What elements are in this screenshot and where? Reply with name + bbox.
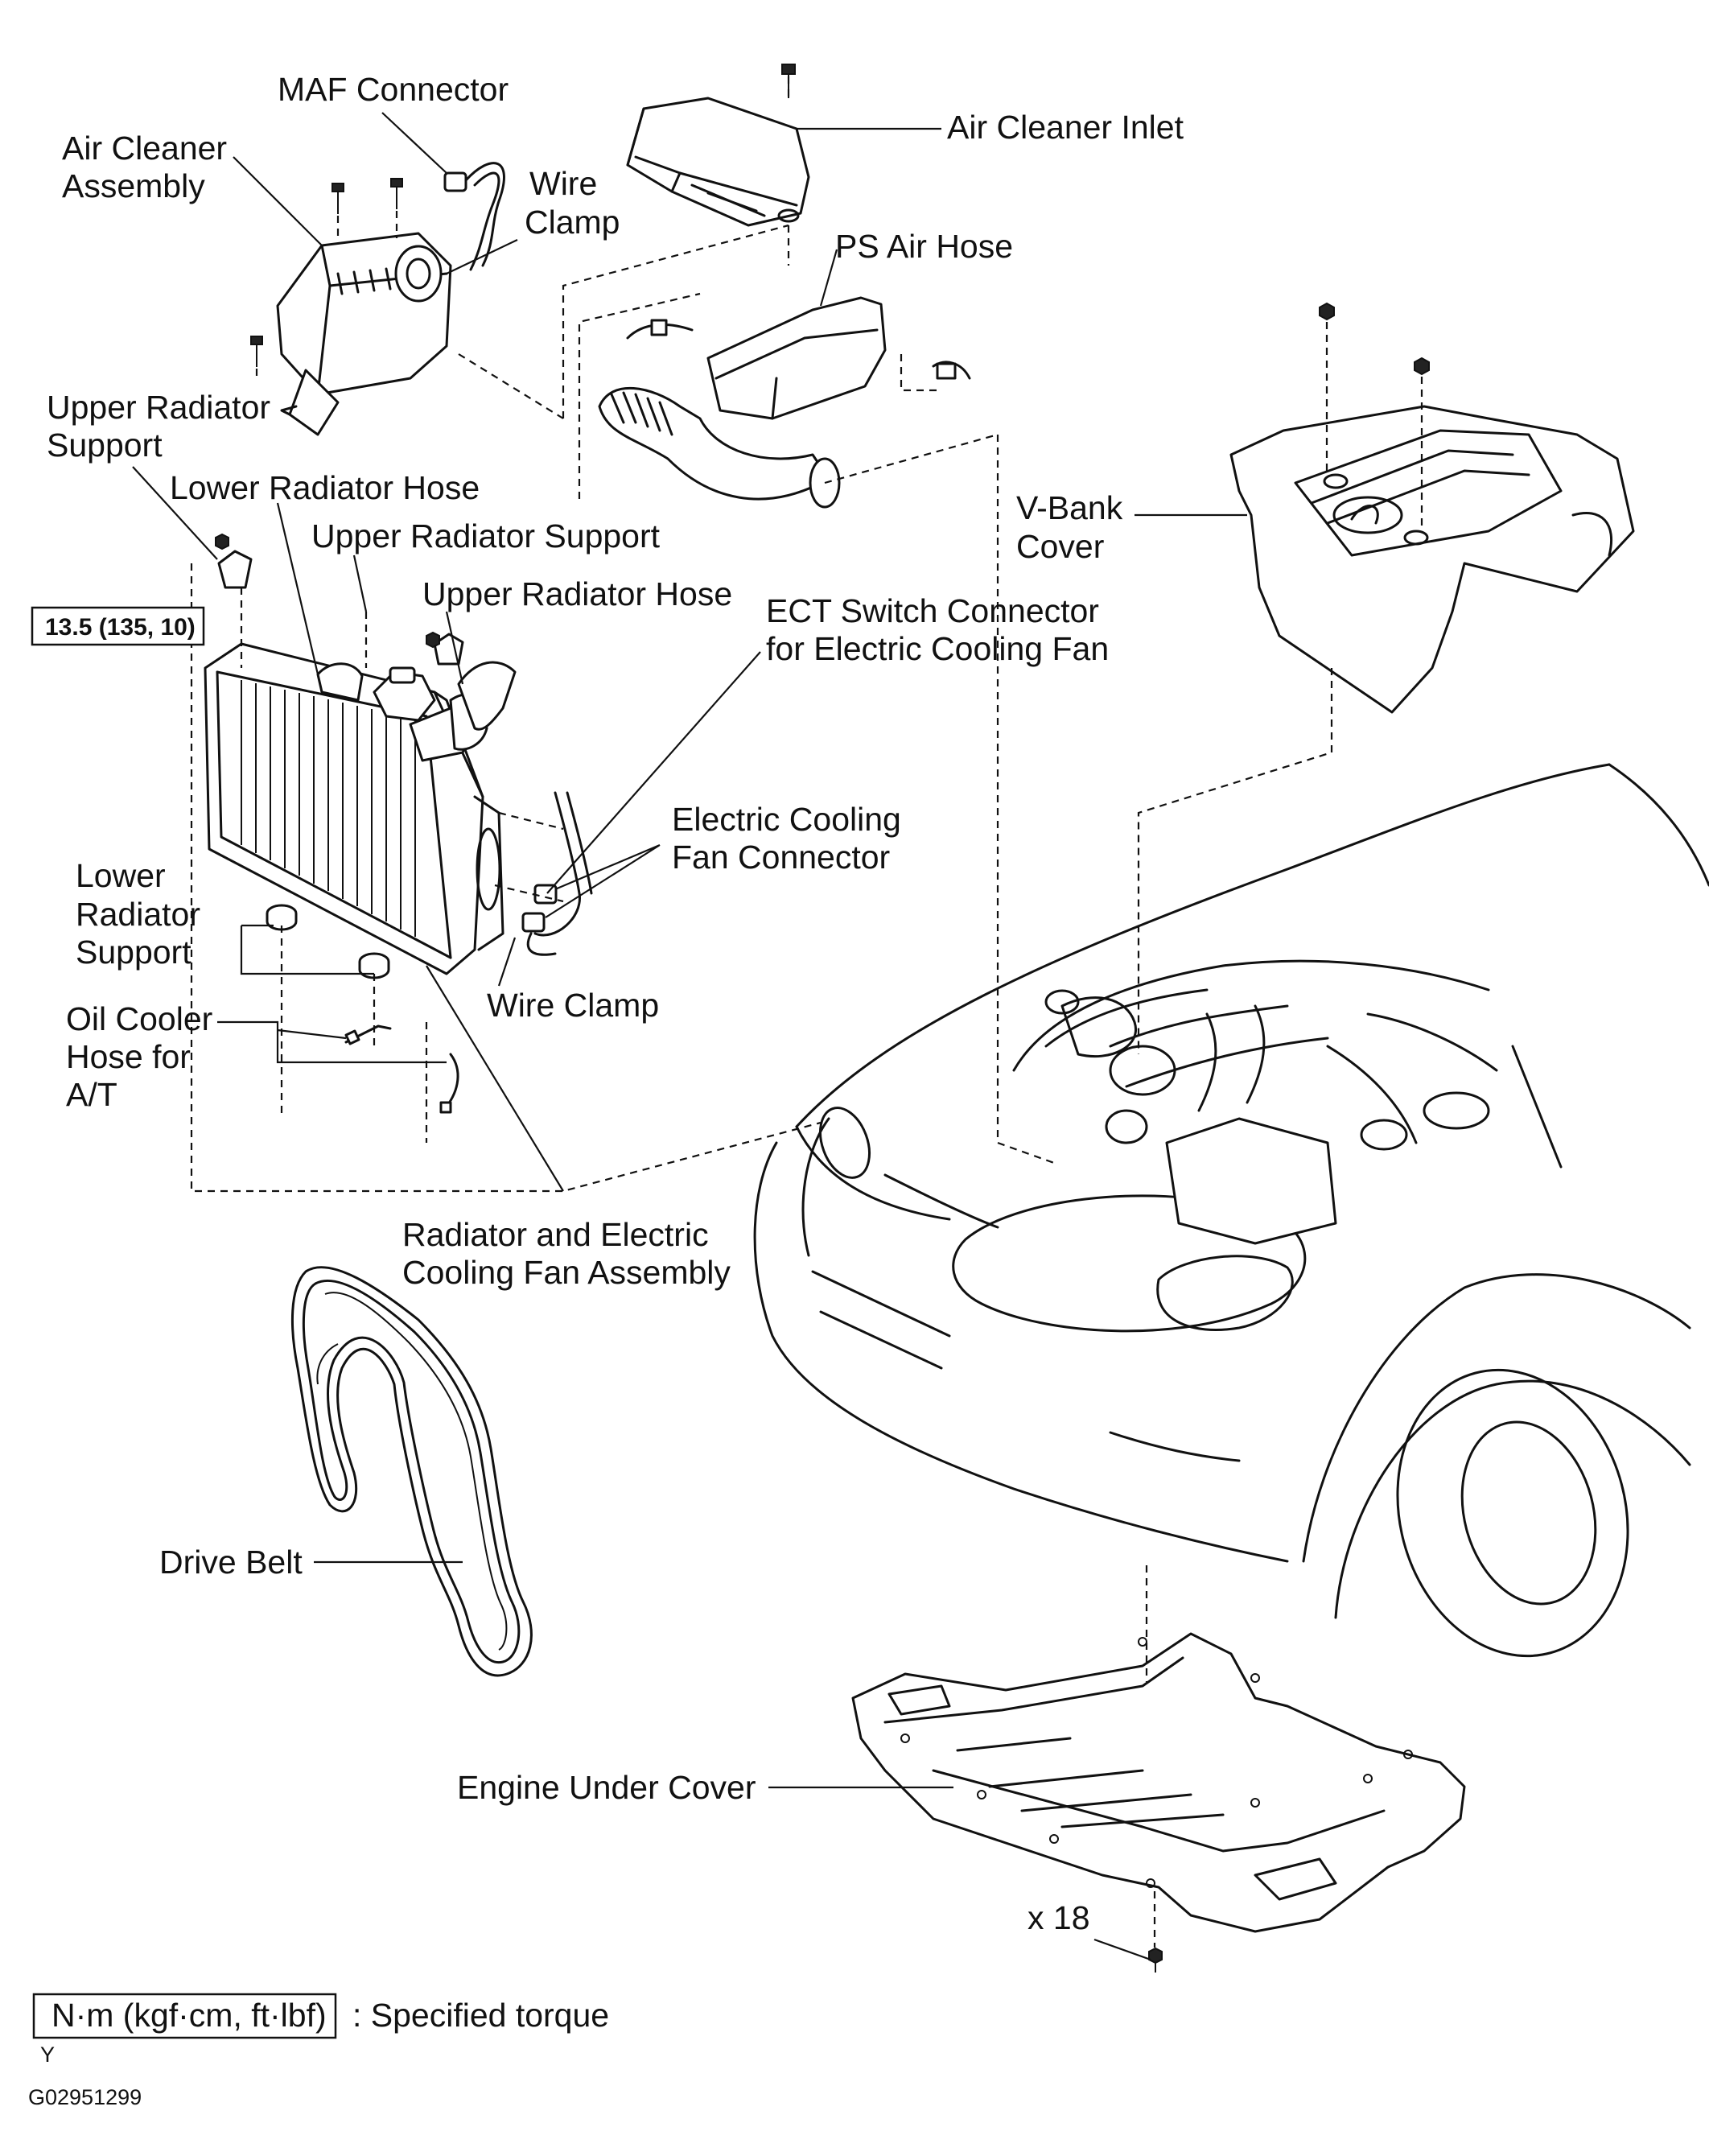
vehicle-front-drawing [753,763,1709,1658]
label-radiator-assembly-line2: Cooling Fan Assembly [402,1254,731,1291]
label-drive-belt: Drive Belt [159,1544,303,1581]
label-upper-radiator-support-mid: Upper Radiator Support [311,517,661,554]
label-oil-cooler-hose-line2: Hose for [66,1038,191,1075]
label-oil-cooler-hose-line3: A/T [66,1076,117,1113]
label-radiator-assembly: Radiator and Electric [402,1216,709,1253]
torque-spec-box: 13.5 (135, 10) [31,606,205,646]
label-lower-radiator-support: Lower [76,857,166,894]
drive-belt-drawing [290,1266,533,1677]
label-ect-switch-connector: ECT Switch Connector [766,592,1099,629]
engine-under-cover-drawing [851,1565,1466,1973]
label-lower-radiator-hose: Lower Radiator Hose [170,469,480,506]
label-upper-radiator-hose: Upper Radiator Hose [422,575,732,612]
label-lower-radiator-support-line3: Support [76,934,191,971]
label-maf-connector: MAF Connector [278,71,509,108]
footer-mark: Y [40,2043,55,2067]
label-v-bank-cover-line2: Cover [1016,528,1104,565]
label-electric-cooling-fan-connector-line2: Fan Connector [672,839,890,876]
label-bolt-count: x 18 [1027,1899,1090,1936]
air-cleaner-assembly-drawing [250,178,452,436]
legend-description: : Specified torque [352,1997,609,2034]
leader-lines [132,112,1247,1961]
label-ect-switch-connector-line2: for Electric Cooling Fan [766,630,1109,667]
part-labels: MAF Connector Air Cleaner Assembly Wire … [47,71,1184,1936]
label-engine-under-cover: Engine Under Cover [457,1769,756,1806]
v-bank-cover-drawing [1137,302,1635,1054]
label-electric-cooling-fan-connector: Electric Cooling [672,801,901,838]
label-oil-cooler-hose: Oil Cooler [66,1000,212,1037]
legend-units: N·m (kgf·cm, ft·lbf) [51,1997,327,2034]
label-lower-radiator-support-line2: Radiator [76,896,200,933]
label-upper-radiator-support-left-line2: Support [47,427,163,464]
torque-value: 13.5 (135, 10) [45,614,196,641]
label-air-cleaner-inlet: Air Cleaner Inlet [947,109,1184,146]
label-wire-clamp-mid: Wire Clamp [487,987,659,1024]
ps-air-hose-drawing [598,296,999,509]
label-air-cleaner-assembly-line2: Assembly [62,167,205,204]
label-wire-clamp-top-line2: Clamp [525,204,620,241]
air-cleaner-inlet-drawing [626,64,810,266]
torque-legend: N·m (kgf·cm, ft·lbf) : Specified torque [32,1993,609,2039]
maf-connector-drawing [443,162,505,271]
label-ps-air-hose: PS Air Hose [835,228,1013,265]
label-v-bank-cover: V-Bank [1016,489,1123,526]
figure-id: G02951299 [28,2085,142,2109]
radiator-drawing [190,533,822,1193]
label-air-cleaner-assembly: Air Cleaner [62,130,227,167]
label-wire-clamp-top: Wire [529,165,597,202]
label-upper-radiator-support-left: Upper Radiator [47,389,270,426]
